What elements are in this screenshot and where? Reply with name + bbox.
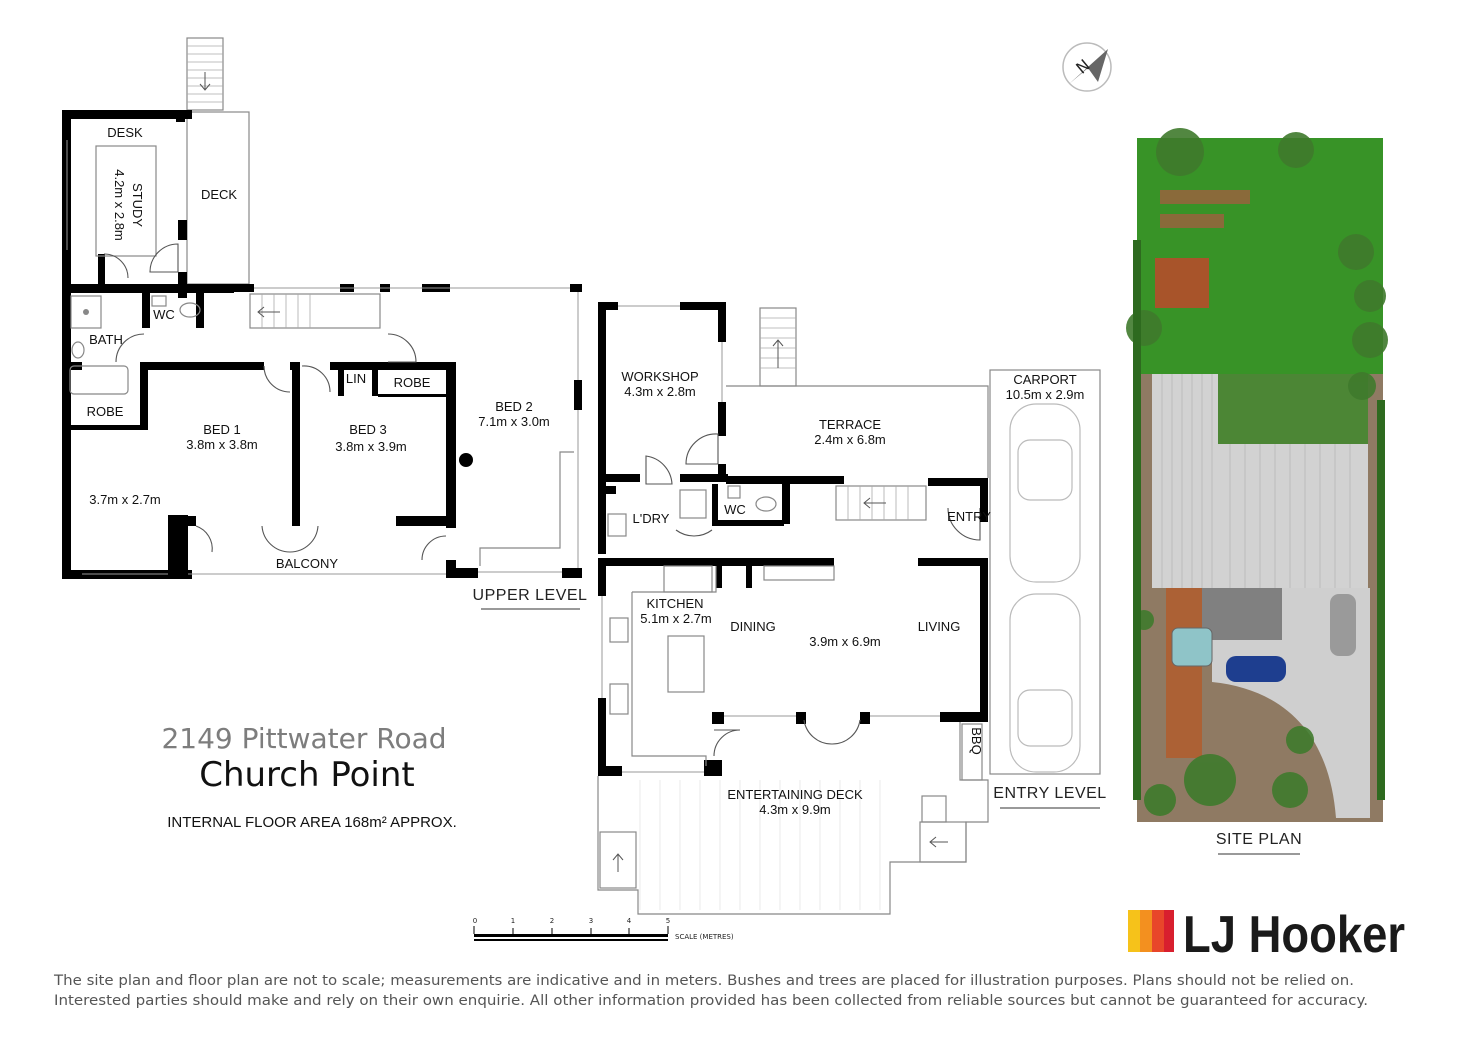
logo-bar-red	[1152, 910, 1164, 952]
disclaimer: The site plan and floor plan are not to …	[53, 973, 1368, 1009]
study-dim-label: 4.2m x 2.8m	[112, 169, 127, 241]
laundry-label: L'DRY	[633, 511, 670, 526]
bath-label: BATH	[89, 332, 123, 347]
entertaining-deck-dim-label: 4.3m x 9.9m	[759, 802, 831, 817]
compass-icon: N	[1062, 42, 1112, 92]
living-label: LIVING	[918, 619, 961, 634]
entry-level-label: ENTRY LEVEL	[993, 785, 1106, 802]
bed2-label: BED 2	[495, 399, 533, 414]
study-label: STUDY	[130, 183, 145, 227]
logo-bar-orange	[1140, 910, 1152, 952]
entry-level-plan: WORKSHOP 4.3m x 2.8m TERRACE 2.4m x 6.8m…	[597, 302, 1106, 915]
lin-label: LIN	[346, 371, 366, 386]
site-plan-label: SITE PLAN	[1216, 831, 1302, 848]
floor-area: INTERNAL FLOOR AREA 168m² APPROX.	[167, 814, 457, 831]
terrace-label: TERRACE	[819, 417, 881, 432]
workshop-label: WORKSHOP	[621, 369, 698, 384]
upper-wc-label: WC	[153, 307, 175, 322]
lj-hooker-logo: LJ Hooker	[1128, 906, 1405, 964]
entry-wc-label: WC	[724, 502, 746, 517]
scale-tick-2: 2	[550, 917, 554, 925]
bed2-dim-label: 7.1m x 3.0m	[478, 414, 550, 429]
carport-dim-label: 10.5m x 2.9m	[1006, 387, 1085, 402]
living-dim-label: 3.9m x 6.9m	[809, 634, 881, 649]
upper-level-label: UPPER LEVEL	[473, 587, 588, 604]
robe-label-2: ROBE	[394, 375, 431, 390]
desk-label: DESK	[107, 125, 143, 140]
robe-label-1: ROBE	[87, 404, 124, 419]
scale-tick-0: 0	[473, 917, 477, 925]
logo-bar-crimson	[1164, 910, 1174, 952]
disclaimer-line-2: Interested parties should make and rely …	[54, 993, 1368, 1009]
upper-deck-label: DECK	[201, 187, 237, 202]
dining-label: DINING	[730, 619, 776, 634]
logo-bar-yellow	[1128, 910, 1140, 952]
terrace-dim-label: 2.4m x 6.8m	[814, 432, 886, 447]
bed1-dim-label: 3.8m x 3.8m	[186, 437, 258, 452]
disclaimer-line-1: The site plan and floor plan are not to …	[53, 973, 1354, 989]
street-address: 2149 Pittwater Road	[161, 722, 446, 755]
scale-label: SCALE (METRES)	[675, 933, 734, 941]
scale-tick-3: 3	[589, 917, 593, 925]
entry-label: ENTRY	[947, 509, 991, 524]
address-block: 2149 Pittwater Road Church Point INTERNA…	[161, 722, 456, 831]
bed1-label: BED 1	[203, 422, 241, 437]
entertaining-deck-label: ENTERTAINING DECK	[727, 787, 863, 802]
scale-tick-4: 4	[627, 917, 632, 925]
scale-tick-5: 5	[666, 917, 670, 925]
scale-tick-1: 1	[511, 917, 515, 925]
scale-bar: 0 1 2 3 4 5 SCALE (METRES)	[473, 917, 734, 941]
bed4-dim-label: 3.7m x 2.7m	[89, 492, 161, 507]
carport-label: CARPORT	[1013, 372, 1076, 387]
kitchen-dim-label: 5.1m x 2.7m	[640, 611, 712, 626]
kitchen-label: KITCHEN	[646, 596, 703, 611]
upper-level-plan: DESK STUDY 4.2m x 2.8m DECK WC BATH ROBE…	[62, 37, 588, 610]
site-plan: SITE PLAN	[1126, 128, 1388, 855]
bed3-label: BED 3	[349, 422, 387, 437]
bbq-label: BBQ	[969, 727, 984, 754]
bed3-dim-label: 3.8m x 3.9m	[335, 439, 407, 454]
suburb-name: Church Point	[199, 755, 415, 795]
brand-name: LJ Hooker	[1183, 906, 1405, 964]
balcony-label: BALCONY	[276, 556, 338, 571]
workshop-dim-label: 4.3m x 2.8m	[624, 384, 696, 399]
